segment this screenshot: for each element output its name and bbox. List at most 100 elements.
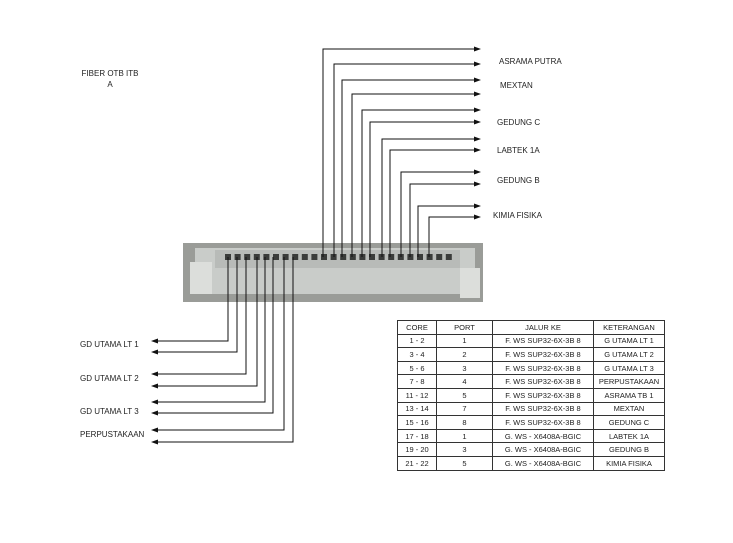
cell-jalur-ke: F. WS SUP32-6X-3B 8 <box>492 333 594 349</box>
fiber-line <box>156 257 285 431</box>
cell-core: 15 - 16 <box>397 415 437 430</box>
label-kimia-fisika: KIMIA FISIKA <box>493 211 542 220</box>
fiber-line <box>381 138 476 257</box>
port <box>388 254 395 260</box>
port <box>436 254 443 260</box>
otb-panel-photo <box>183 243 483 302</box>
cell-keterangan: KIMIA FISIKA <box>593 455 665 471</box>
port <box>234 254 241 260</box>
cell-jalur-ke: F. WS SUP32-6X-3B 8 <box>492 415 594 430</box>
label-gedung-c: GEDUNG C <box>497 118 541 127</box>
arrow-left-icon <box>151 349 158 355</box>
label-gd-utama-lt-1: GD UTAMA LT 1 <box>80 340 139 349</box>
cell-core: 5 - 6 <box>397 360 437 376</box>
arrow-left-icon <box>151 383 158 389</box>
cell-keterangan: GEDUNG C <box>593 415 665 430</box>
fiber-line <box>156 257 258 387</box>
cell-core: 17 - 18 <box>397 428 437 444</box>
arrow-left-icon <box>151 439 158 445</box>
arrow-right-icon <box>474 119 481 125</box>
arrow-right-icon <box>474 181 481 187</box>
fiber-line <box>369 121 476 257</box>
cell-jalur-ke: G. WS - X6408A-BGIC <box>492 455 594 471</box>
cell-port: 3 <box>436 442 493 457</box>
fiber-line <box>361 109 476 257</box>
cell-port: 1 <box>436 333 493 349</box>
port <box>311 254 318 260</box>
fiber-line <box>156 257 294 443</box>
arrow-right-icon <box>474 46 481 52</box>
header-keterangan: KETERANGAN <box>593 320 665 335</box>
port <box>244 254 251 260</box>
arrow-right-icon <box>474 77 481 83</box>
port <box>349 254 356 260</box>
cell-jalur-ke: F. WS SUP32-6X-3B 8 <box>492 360 594 376</box>
cell-keterangan: ASRAMA TB 1 <box>593 387 665 403</box>
fiber-line <box>156 257 238 353</box>
fiber-line <box>322 48 476 257</box>
cell-core: 11 - 12 <box>397 387 437 403</box>
label-asrama-putra: ASRAMA PUTRA <box>499 57 562 66</box>
port <box>417 254 423 260</box>
title-line-2: A <box>107 80 113 89</box>
port <box>301 254 308 260</box>
label-gd-utama-lt-2: GD UTAMA LT 2 <box>80 374 139 383</box>
title-line-1: FIBER OTB ITB <box>81 69 139 78</box>
fiber-line <box>156 257 247 375</box>
cell-keterangan: PERPUSTAKAAN <box>593 374 665 389</box>
label-mextan: MEXTAN <box>500 81 533 90</box>
arrow-right-icon <box>474 136 481 142</box>
port <box>369 254 375 260</box>
cell-keterangan: LABTEK 1A <box>593 428 665 444</box>
cell-core: 21 - 22 <box>397 455 437 471</box>
fiber-line <box>389 149 476 257</box>
cell-jalur-ke: F. WS SUP32-6X-3B 8 <box>492 387 594 403</box>
fiber-line <box>156 257 266 403</box>
port <box>445 254 452 260</box>
cell-core: 1 - 2 <box>397 333 437 349</box>
cell-jalur-ke: G. WS - X6408A-BGIC <box>492 442 594 457</box>
cell-core: 3 - 4 <box>397 347 437 362</box>
header-jalur-ke: JALUR KE <box>492 320 594 335</box>
fiber-line <box>409 183 476 257</box>
port <box>292 254 299 260</box>
cell-port: 3 <box>436 360 493 376</box>
header-port: PORT <box>436 320 493 335</box>
cell-jalur-ke: F. WS SUP32-6X-3B 8 <box>492 374 594 389</box>
cell-port: 5 <box>436 387 493 403</box>
table-header-row: CORE PORT JALUR KE KETERANGAN <box>397 320 665 335</box>
arrow-right-icon <box>474 91 481 97</box>
cell-keterangan: MEXTAN <box>593 401 665 417</box>
cell-jalur-ke: G. WS - X6408A-BGIC <box>492 428 594 444</box>
arrow-left-icon <box>151 338 158 344</box>
cell-core: 19 - 20 <box>397 442 437 457</box>
arrow-left-icon <box>151 371 158 377</box>
port <box>263 254 270 260</box>
arrow-right-icon <box>474 61 481 67</box>
cell-port: 5 <box>436 455 493 471</box>
cell-keterangan: G UTAMA LT 2 <box>593 347 665 362</box>
cell-port: 1 <box>436 428 493 444</box>
port <box>321 254 327 260</box>
cell-core: 7 - 8 <box>397 374 437 389</box>
fiber-line <box>156 257 274 414</box>
cell-keterangan: G UTAMA LT 3 <box>593 360 665 376</box>
label-gedung-b: GEDUNG B <box>497 176 540 185</box>
port <box>273 254 279 260</box>
arrow-left-icon <box>151 410 158 416</box>
cell-port: 7 <box>436 401 493 417</box>
fiber-line <box>428 216 476 257</box>
fiber-line <box>400 171 476 257</box>
cell-port: 8 <box>436 415 493 430</box>
header-core: CORE <box>397 320 437 335</box>
arrow-right-icon <box>474 169 481 175</box>
